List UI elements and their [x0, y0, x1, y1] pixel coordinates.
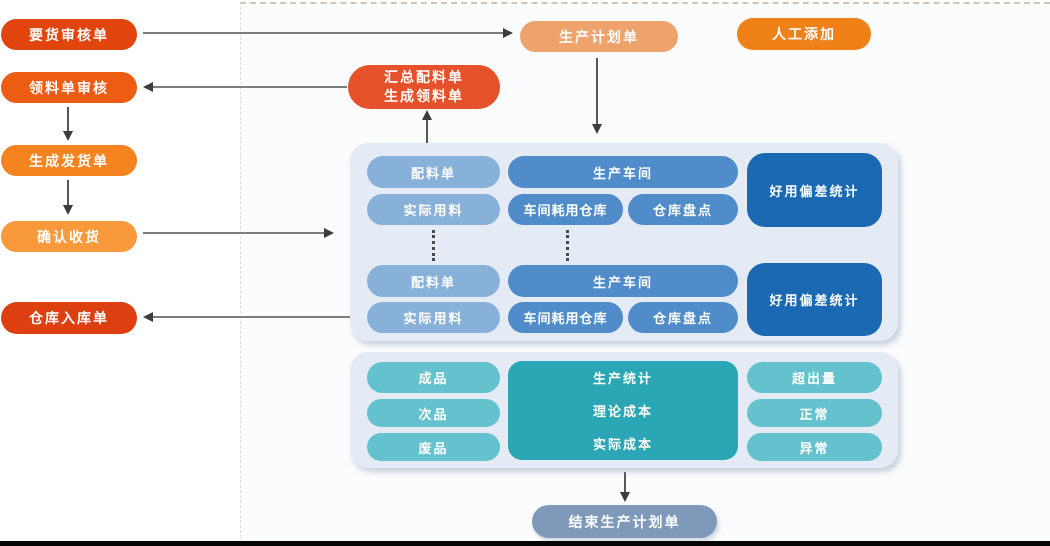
arrowhead-stats-to-end [620, 492, 630, 502]
arrowhead-summary-to-audit [143, 82, 153, 92]
node-warehouse-inbound-order: 仓库入库单 [1, 302, 137, 334]
dotted-continuation-right [566, 230, 569, 261]
arrow-line-audit-to-delivery [67, 107, 69, 133]
workshop-panel: 配料单 生产车间 好用偏差统计 实际用料 车间耗用仓库 仓库盘点 配料单 生产车… [350, 143, 898, 341]
arrowhead-plan-to-panel [592, 124, 602, 134]
arrow-line-receipt-to-panel [143, 232, 326, 234]
node-confirm-receipt: 确认收货 [1, 221, 137, 252]
node-usage-deviation-stats: 好用偏差统计 [747, 153, 882, 227]
node-production-workshop: 生产车间 [508, 265, 738, 297]
stats-panel: 成品 次品 废品 生产统计 理论成本 实际成本 超出量 正常 异常 [350, 352, 898, 468]
arrowhead-audit-to-delivery [63, 131, 73, 141]
node-end-production-plan: 结束生产计划单 [532, 505, 717, 538]
summary-line-2: 生成领料单 [384, 88, 464, 104]
node-manual-add: 人工添加 [737, 18, 871, 50]
node-material-request-audit: 领料单审核 [1, 72, 137, 103]
arrowhead-panel-to-inbound [143, 312, 153, 322]
node-stocktake: 仓库盘点 [628, 194, 738, 225]
node-generate-delivery-order: 生成发货单 [1, 145, 137, 176]
node-workshop-consume-warehouse: 车间耗用仓库 [508, 302, 623, 333]
bottom-edge-bar [0, 541, 1050, 546]
node-workshop-consume-warehouse: 车间耗用仓库 [508, 194, 623, 225]
node-scrap-goods: 废品 [367, 433, 500, 461]
node-actual-material: 实际用料 [367, 194, 500, 225]
node-excess-quantity: 超出量 [747, 362, 882, 393]
arrow-line-panel-to-inbound [151, 316, 350, 318]
arrow-line-summary-to-audit [151, 86, 347, 88]
arrow-line-demand-to-plan [143, 32, 505, 34]
node-batching-order: 配料单 [367, 156, 500, 188]
node-defective-goods: 次品 [367, 399, 500, 427]
arrowhead-delivery-to-receipt [63, 205, 73, 215]
node-stocktake: 仓库盘点 [628, 302, 738, 333]
arrowhead-demand-to-plan [503, 28, 513, 38]
node-usage-deviation-stats: 好用偏差统计 [747, 263, 882, 336]
node-actual-material: 实际用料 [367, 302, 500, 333]
arrowhead-panel-to-summary [422, 110, 432, 120]
arrow-line-panel-to-summary [426, 118, 428, 143]
block-production-stats: 生产统计 理论成本 实际成本 [508, 361, 738, 460]
node-abnormal: 异常 [747, 433, 882, 461]
arrow-line-delivery-to-receipt [67, 180, 69, 207]
node-summary-batching: 汇总配料单 生成领料单 [348, 65, 500, 109]
node-demand-audit-order: 要货审核单 [1, 19, 137, 50]
node-finished-goods: 成品 [367, 362, 500, 393]
dotted-continuation-left [432, 230, 435, 261]
production-stats-label: 生产统计 [592, 371, 653, 386]
summary-line-1: 汇总配料单 [384, 69, 464, 86]
node-normal: 正常 [747, 399, 882, 427]
arrowhead-receipt-to-panel [324, 228, 334, 238]
node-batching-order: 配料单 [367, 265, 500, 297]
arrow-line-stats-to-end [624, 472, 626, 494]
actual-cost-label: 实际成本 [592, 437, 653, 452]
node-production-workshop: 生产车间 [508, 156, 738, 188]
arrow-line-plan-to-panel [596, 58, 598, 127]
node-production-plan: 生产计划单 [520, 21, 678, 52]
theoretical-cost-label: 理论成本 [592, 404, 653, 419]
